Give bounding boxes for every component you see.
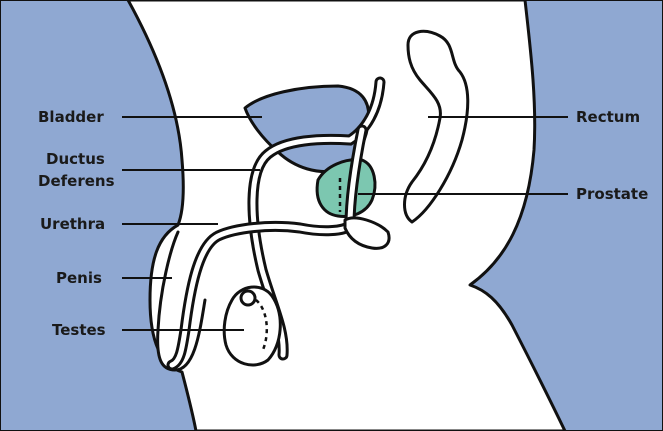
label-prostate: Prostate bbox=[576, 185, 648, 203]
label-ductus-line1: Ductus bbox=[46, 150, 105, 168]
label-bladder: Bladder bbox=[38, 108, 104, 126]
label-urethra: Urethra bbox=[40, 215, 105, 233]
label-testes: Testes bbox=[52, 321, 106, 339]
label-penis: Penis bbox=[56, 269, 102, 287]
label-rectum: Rectum bbox=[576, 108, 640, 126]
epididymis-head bbox=[241, 291, 255, 305]
label-ductus-line2: Deferens bbox=[38, 172, 115, 190]
